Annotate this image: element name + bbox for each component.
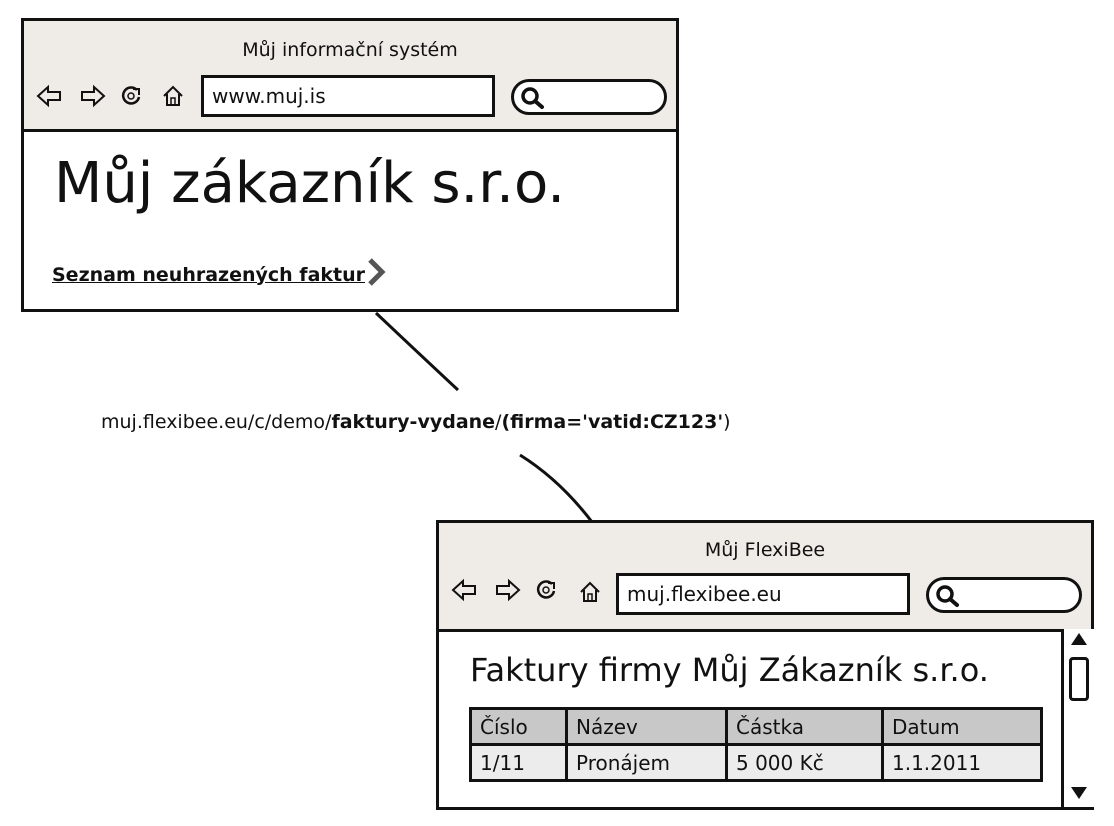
window-title: Můj informační systém <box>242 39 458 61</box>
cell-date: 1.1.2011 <box>881 743 1043 782</box>
url-evidence: faktury-vydane <box>331 411 496 433</box>
url-prefix: muj.flexibee.eu/c/demo/ <box>101 411 332 433</box>
address-bar-url: muj.flexibee.eu <box>627 582 782 606</box>
customer-name-heading: Můj zákazník s.r.o. <box>54 151 566 216</box>
browser-toolbar: Můj informační systém www.muj.is <box>24 21 676 132</box>
url-filter: firma='vatid:CZ123' <box>510 411 724 433</box>
reload-icon[interactable] <box>118 83 144 109</box>
column-header-date[interactable]: Datum <box>881 707 1043 746</box>
api-url-caption: muj.flexibee.eu/c/demo/faktury-vydane/(f… <box>101 411 731 433</box>
back-arrow-icon[interactable] <box>451 577 477 603</box>
forward-arrow-icon[interactable] <box>80 83 106 109</box>
reload-icon[interactable] <box>533 577 559 603</box>
scroll-up-icon[interactable] <box>1069 631 1089 651</box>
home-icon[interactable] <box>160 83 186 109</box>
scroll-thumb[interactable] <box>1069 657 1089 701</box>
search-field[interactable] <box>511 79 667 115</box>
invoices-table: Číslo Název Částka Datum 1/11 Pronájem 5… <box>469 707 1043 782</box>
vertical-scrollbar[interactable] <box>1061 629 1094 807</box>
bottom-browser-window: Můj FlexiBee muj.flexibee.eu Faktury fir… <box>436 520 1094 810</box>
window-title: Můj FlexiBee <box>704 539 826 561</box>
search-icon <box>520 86 546 114</box>
top-browser-window: Můj informační systém www.muj.is Můj zák… <box>21 18 679 312</box>
invoices-page-title: Faktury firmy Můj Zákazník s.r.o. <box>470 651 989 689</box>
cell-amount: 5 000 Kč <box>725 743 884 782</box>
back-arrow-icon[interactable] <box>36 83 62 109</box>
forward-arrow-icon[interactable] <box>495 577 521 603</box>
chevron-right-icon <box>367 257 387 292</box>
column-header-number[interactable]: Číslo <box>469 707 568 746</box>
cell-name: Pronájem <box>565 743 728 782</box>
table-row[interactable]: 1/11 Pronájem 5 000 Kč 1.1.2011 <box>469 743 1043 782</box>
scroll-down-icon[interactable] <box>1069 785 1089 805</box>
address-bar[interactable]: muj.flexibee.eu <box>616 573 910 615</box>
url-paren-close: ) <box>723 411 731 433</box>
search-icon <box>935 584 961 612</box>
address-bar-url: www.muj.is <box>212 84 326 108</box>
home-icon[interactable] <box>577 579 603 605</box>
url-paren-open: ( <box>501 411 511 433</box>
column-header-amount[interactable]: Částka <box>725 707 884 746</box>
browser-toolbar: Můj FlexiBee muj.flexibee.eu <box>439 523 1091 632</box>
search-field[interactable] <box>926 577 1082 613</box>
cell-number: 1/11 <box>469 743 568 782</box>
unpaid-invoices-link[interactable]: Seznam neuhrazených faktur <box>52 257 387 292</box>
address-bar[interactable]: www.muj.is <box>201 75 495 117</box>
url-slash: / <box>495 411 502 433</box>
column-header-name[interactable]: Název <box>565 707 728 746</box>
table-header-row: Číslo Název Částka Datum <box>469 707 1043 746</box>
unpaid-invoices-link-label: Seznam neuhrazených faktur <box>52 263 366 286</box>
